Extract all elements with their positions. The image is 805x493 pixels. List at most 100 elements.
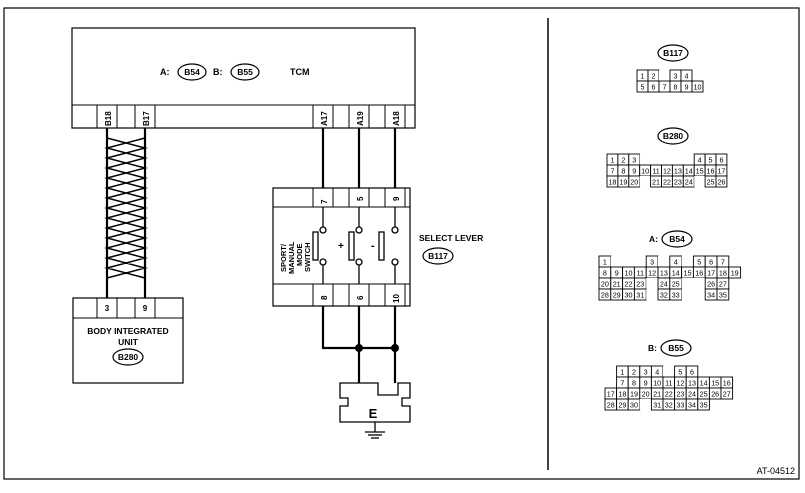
connector-pin-number: 25 [707,178,715,187]
connector-pin-number: 16 [707,167,715,176]
connector-pin-number: 8 [632,379,636,388]
connector-pin-number: 26 [717,178,725,187]
connector-pin-number: 32 [660,291,668,300]
connector-pin-number: 27 [723,390,731,399]
connector-pin-number: 12 [663,167,671,176]
splice-point [391,344,399,352]
connector-pin-number: 4 [655,368,659,377]
tcm-pin-label: A19 [356,111,365,126]
connector-pin-number: 20 [642,390,650,399]
select-lever-module: 7 5 9 8 6 10 SPORT/ MANUAL MODE SWITCH [272,187,411,307]
connector-pin-number: 2 [621,156,625,165]
connector-pin-number: 14 [672,269,680,278]
body-unit-connector-badge [112,348,144,366]
connector-pin-number: 15 [711,379,719,388]
connector-pin-number: 7 [721,258,725,267]
connector-pin-number: 17 [607,390,615,399]
connector-pin-cell [659,70,670,81]
connector-pin-number: 30 [630,401,638,410]
connector-pin-number: 31 [636,291,644,300]
connector-pin-number: 33 [676,401,684,410]
connector-pin-number: 12 [648,269,656,278]
connector-pin-number: 22 [625,280,633,289]
connector-pin-number: 19 [630,390,638,399]
connector-pin-cell [672,154,684,165]
connector-pin-number: 19 [619,178,627,187]
body-unit-label-line1: BODY INTEGRATED [87,326,168,336]
connector-pin-number: 24 [688,390,696,399]
switch-label-line: SWITCH [303,242,312,272]
connector-pin-number: 12 [676,379,684,388]
connector-pin-number: 21 [652,178,660,187]
connector-pin-number: 5 [709,156,713,165]
connector-pin-cell [650,154,662,165]
connector-pin-number: 20 [630,178,638,187]
connector-pin-cell [693,289,706,300]
connector-pin-number: 29 [613,291,621,300]
connector-pin-number: 15 [696,167,704,176]
connector-pin-number: 28 [601,291,609,300]
connector-pin-number: 26 [711,390,719,399]
connector-pin-number: 6 [652,83,656,92]
lever-bottom-pin-label: 8 [320,295,329,300]
connector-pin-number: 13 [674,167,682,176]
tcm-pin-label: B17 [142,111,151,126]
connector-prefix: B: [648,343,657,353]
connector-pin-cell [661,154,673,165]
tcm-module: A: B54 B: B55 TCM B18 B17 A17 A19 A18 [71,27,416,129]
connector-pin-cell [681,289,694,300]
connector-pin-number: 2 [632,368,636,377]
connector-pin-number: 14 [700,379,708,388]
connector-pin-cell [728,266,742,279]
connector-prefix: A: [649,234,658,244]
connector-pin-number: 1 [641,72,645,81]
connector-pin-number: 5 [678,368,682,377]
connector-pin-number: 24 [660,280,668,289]
connector-pin-number: 8 [674,83,678,92]
select-lever-connector: B117 [428,251,448,261]
tcm-a-connector-badge [177,63,207,81]
twist-pattern [104,137,148,279]
body-unit-pin-label: 9 [143,304,148,313]
connector-pin-cell [681,278,694,289]
connector-pin-number: 23 [674,178,682,187]
connector-pin-number: 15 [684,269,692,278]
connector-pin-number: 9 [615,269,619,278]
connector-pin-number: 6 [719,156,723,165]
plus-symbol: + [338,241,344,252]
connector-pin-number: 26 [707,280,715,289]
connector-pin-number: 35 [700,401,708,410]
body-unit-pin-label: 3 [105,304,110,313]
ground-symbol-icon [365,422,385,439]
connector-pin-number: 1 [620,368,624,377]
connector-pin-number: 2 [652,72,656,81]
connector-pin-number: 13 [688,379,696,388]
connector-pin-number: 18 [608,178,616,187]
connector-pin-number: 13 [660,269,668,278]
lever-top-pin-label: 5 [356,196,365,201]
connector-pin-cell [693,278,706,289]
connector-pin-number: 3 [644,368,648,377]
connector-pin-number: 10 [641,167,649,176]
connector-pin-number: 5 [641,83,645,92]
connector-pin-number: 19 [731,269,739,278]
connector-pin-cell [697,398,710,411]
switch-label-line: MANUAL [287,241,296,274]
connector-pin-number: 9 [644,379,648,388]
connector-pin-number: 30 [625,291,633,300]
splice-point [355,344,363,352]
connector-pin-number: 10 [625,269,633,278]
connector-pin-number: 14 [685,167,693,176]
tcm-b-prefix: B: [213,67,223,77]
tcm-a-prefix: A: [160,67,170,77]
connector-pin-cell [639,399,652,410]
connector-pin-cell [639,154,651,165]
outer-border [3,7,800,480]
connector-pin-number: 23 [636,280,644,289]
connector-pin-number: 11 [665,379,672,388]
connector-pin-number: 3 [650,258,654,267]
